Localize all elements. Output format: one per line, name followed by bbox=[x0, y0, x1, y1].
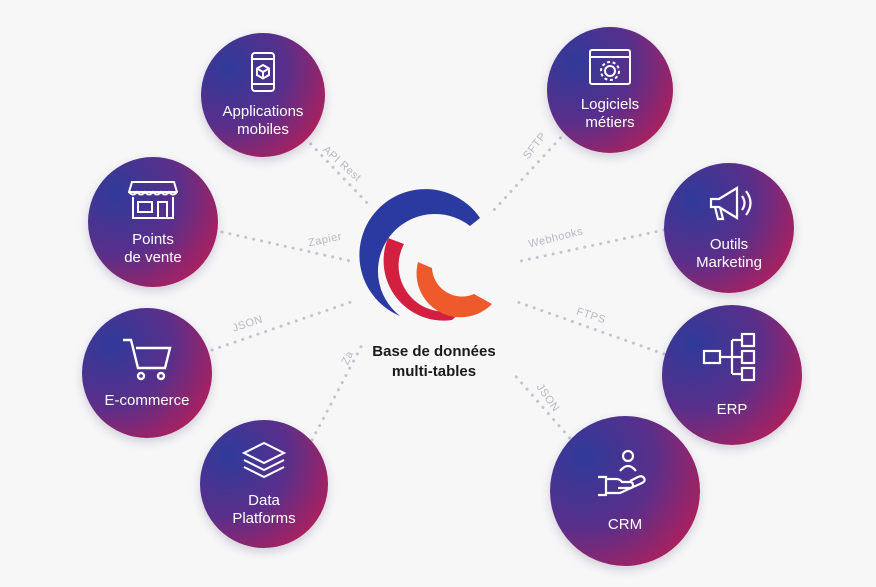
connector-points-de-vente bbox=[220, 230, 357, 264]
logo-red-arc bbox=[383, 238, 470, 321]
connector-data-platforms bbox=[310, 343, 364, 442]
node-crm: CRM bbox=[550, 416, 700, 566]
node-applications-mobiles: Applications mobiles bbox=[201, 33, 325, 157]
logo-orange-arc bbox=[416, 262, 492, 318]
node-points-de-vente: Points de vente bbox=[88, 157, 218, 287]
node-label: Applications mobiles bbox=[222, 102, 304, 138]
mobile-app-icon bbox=[250, 51, 276, 97]
node-label: CRM bbox=[607, 515, 643, 533]
connector-e-commerce bbox=[210, 298, 359, 352]
node-label: ERP bbox=[716, 400, 748, 418]
node-label: Logiciels métiers bbox=[580, 95, 640, 131]
logo-blue-arc bbox=[359, 189, 480, 316]
settings-window-icon bbox=[589, 48, 631, 90]
node-label: Data Platforms bbox=[232, 491, 296, 527]
node-erp: ERP bbox=[662, 305, 802, 445]
shopping-cart-icon bbox=[121, 337, 173, 386]
hierarchy-icon bbox=[702, 332, 762, 387]
center-logo bbox=[359, 189, 492, 321]
node-label: Outils Marketing bbox=[696, 235, 762, 271]
store-icon bbox=[127, 178, 179, 225]
node-label: Points de vente bbox=[124, 230, 182, 266]
connector-crm bbox=[510, 370, 577, 446]
node-outils-marketing: Outils Marketing bbox=[664, 163, 794, 293]
megaphone-icon bbox=[705, 185, 753, 230]
node-e-commerce: E-commerce bbox=[82, 308, 212, 438]
hand-user-icon bbox=[596, 449, 654, 504]
node-label: E-commerce bbox=[104, 391, 190, 409]
center-label: Base de données multi-tables bbox=[372, 343, 496, 380]
connector-erp bbox=[510, 298, 666, 356]
node-data-platforms: Data Platforms bbox=[200, 420, 328, 548]
node-logiciels-metiers: Logiciels métiers bbox=[547, 27, 673, 153]
connector-applications-mobiles bbox=[303, 136, 374, 210]
layers-icon bbox=[241, 441, 287, 486]
connector-outils-marketing bbox=[514, 228, 666, 264]
